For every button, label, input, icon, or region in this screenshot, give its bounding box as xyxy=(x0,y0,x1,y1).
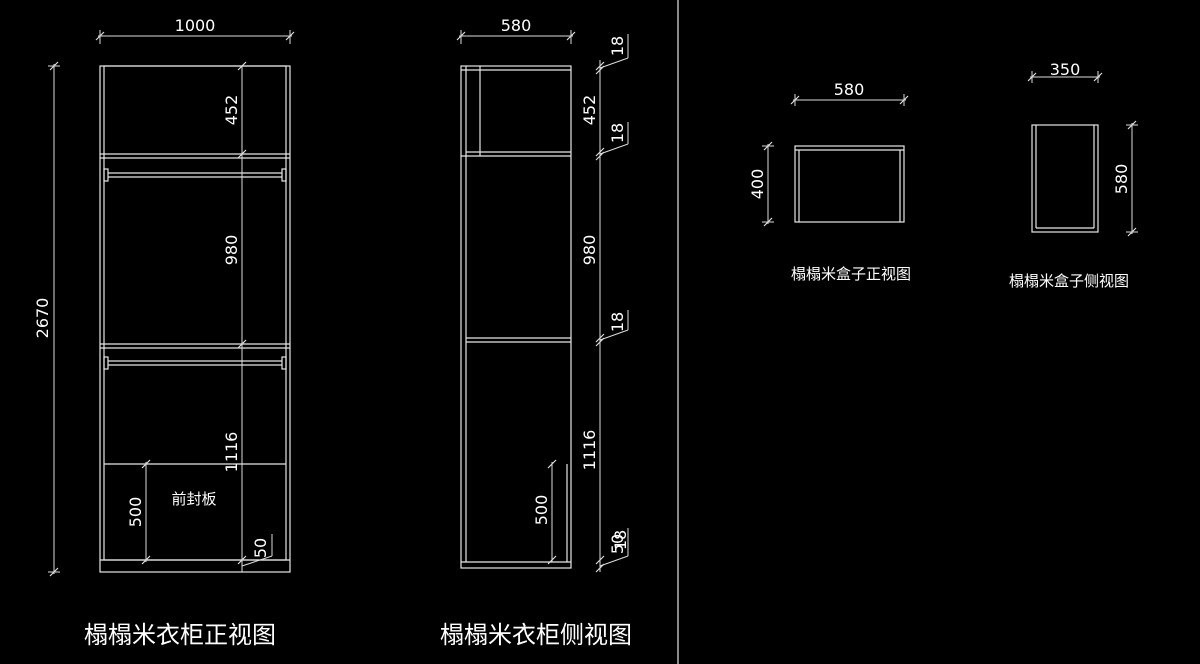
front-panel-label: 前封板 xyxy=(171,490,216,508)
side-outer-frame xyxy=(460,65,572,569)
dim-front-middle-compartment: 980 xyxy=(222,235,241,266)
dim-front-top-compartment: 452 xyxy=(222,95,241,126)
dim-side-depth: 580 xyxy=(501,16,532,35)
dim-side-top-compartment: 452 xyxy=(580,95,599,126)
box-side-outer xyxy=(1031,124,1099,233)
dim-box-side-height: 580 xyxy=(1112,164,1131,195)
dim-side-middle-compartment: 980 xyxy=(580,235,599,266)
box-front-outer xyxy=(794,145,905,223)
dim-side-bottom-b: 18 xyxy=(611,530,630,550)
box-side-view-title: 榻榻米盒子侧视图 xyxy=(1009,272,1129,290)
dim-front-lower-compartment: 1116 xyxy=(222,432,241,473)
dim-side-front-panel-height: 500 xyxy=(532,495,551,526)
wardrobe-front-view: 1000 2670 452 980 1116 50 500 前封板 榻榻米衣柜正… xyxy=(33,16,295,649)
box-side-view: 350 580 榻榻米盒子侧视图 xyxy=(1009,60,1138,290)
dim-side-shelf-1: 18 xyxy=(608,123,627,143)
dim-side-lower-compartment: 1116 xyxy=(580,430,599,471)
dim-side-bottom-a: 50 xyxy=(608,534,627,554)
box-front-view-title: 榻榻米盒子正视图 xyxy=(791,265,911,283)
dim-box-front-width: 580 xyxy=(834,80,865,99)
dim-front-height: 2670 xyxy=(33,298,52,339)
dim-box-front-height: 400 xyxy=(748,169,767,200)
wardrobe-front-view-title: 榻榻米衣柜正视图 xyxy=(84,621,276,649)
wardrobe-side-view-title: 榻榻米衣柜侧视图 xyxy=(440,621,632,649)
box-front-view: 580 400 榻榻米盒子正视图 xyxy=(748,80,911,283)
dim-side-shelf-2: 18 xyxy=(608,312,627,332)
dim-front-panel-height: 500 xyxy=(126,497,145,528)
dim-front-width: 1000 xyxy=(175,16,216,35)
wardrobe-side-view: 580 18 452 18 980 18 1116 50 18 500 榻榻米衣… xyxy=(440,16,632,649)
dim-front-base: 50 xyxy=(251,538,270,558)
dim-box-side-width: 350 xyxy=(1050,60,1081,79)
front-inner-frame xyxy=(103,65,287,561)
dim-side-top-board: 18 xyxy=(608,36,627,56)
